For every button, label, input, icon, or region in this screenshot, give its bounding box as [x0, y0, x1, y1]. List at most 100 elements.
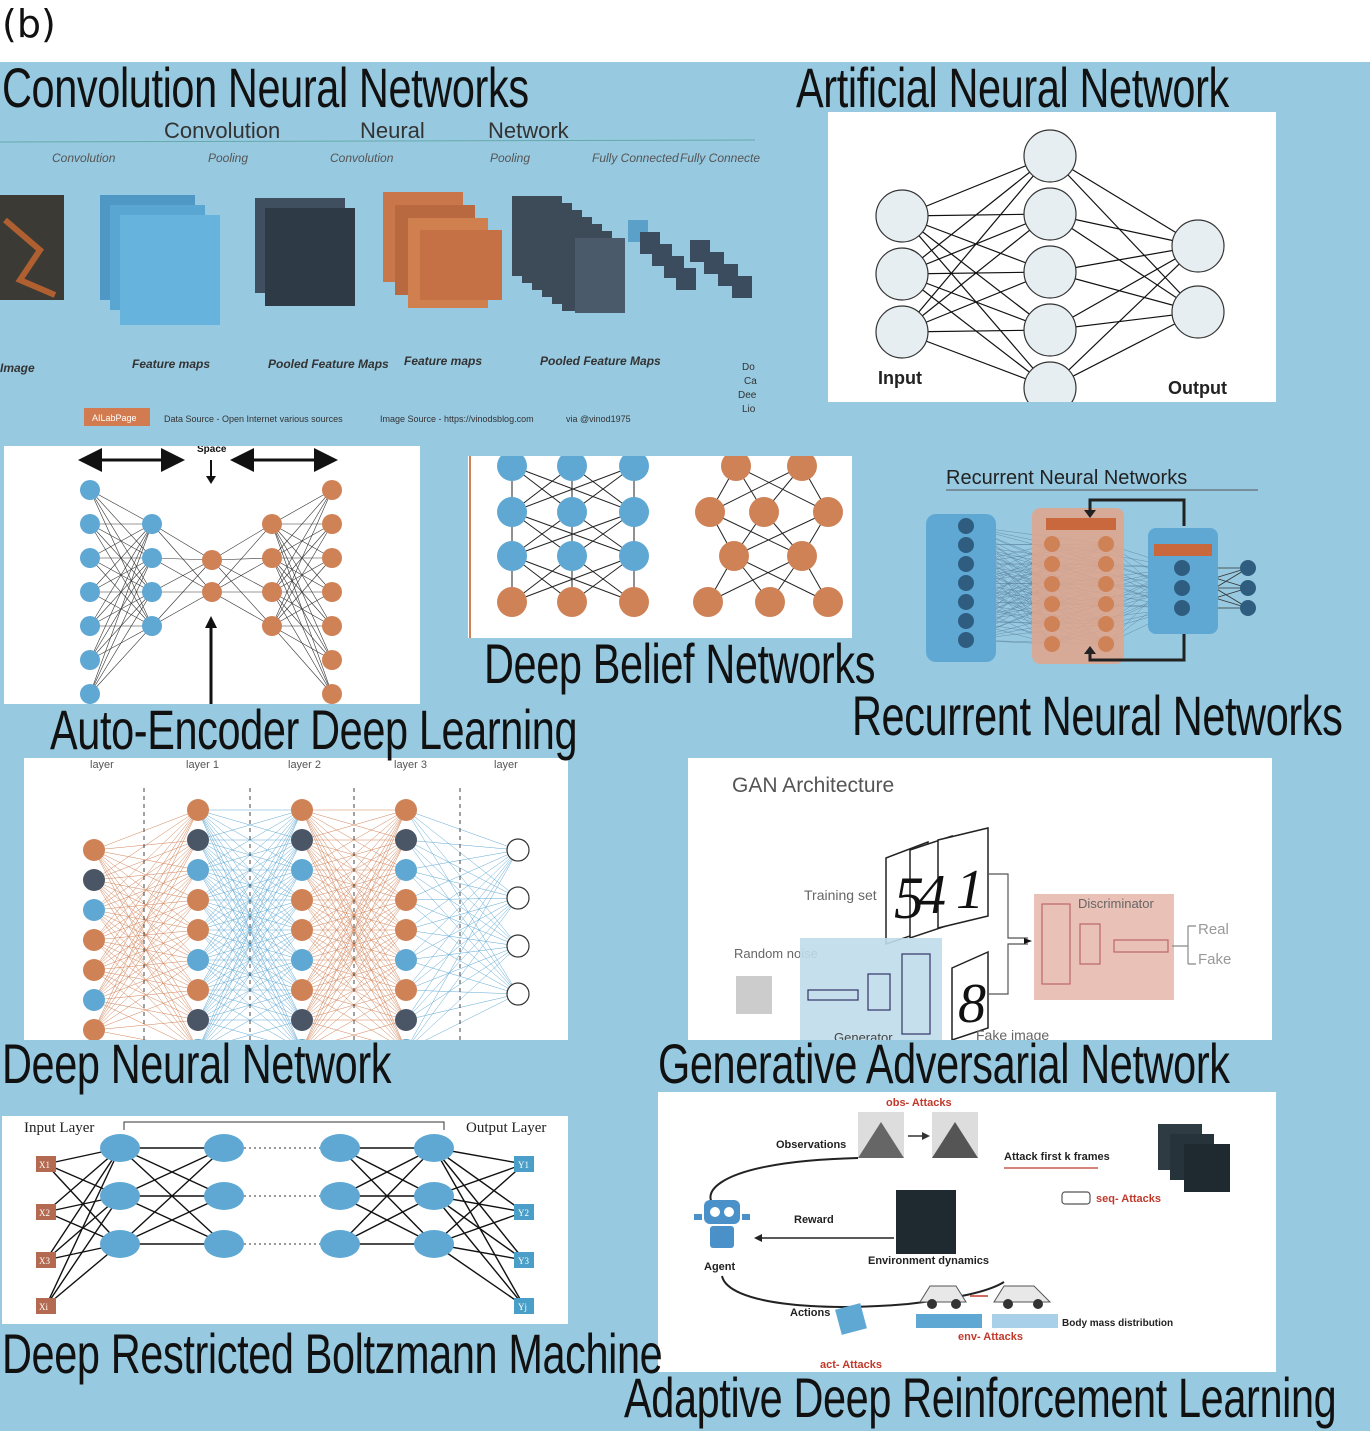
dnn-node [395, 949, 417, 971]
cnn-header-network: Network [488, 118, 570, 143]
dnn-node [187, 889, 209, 911]
dnn-node [291, 979, 313, 1001]
ann-output-node [1171, 219, 1225, 273]
cnn-source-text: Data Source - Open Internet various sour… [164, 414, 343, 424]
ae-decoder-node [322, 514, 342, 534]
ae-encoder-node [80, 582, 100, 602]
gan-discriminator-box [1034, 894, 1174, 1000]
drbm-hidden-node [100, 1134, 140, 1162]
dnn-node [291, 949, 313, 971]
ae-encoder-node [80, 514, 100, 534]
drbm-output-label: Y3 [518, 1256, 529, 1266]
dnn-node [187, 1009, 209, 1031]
drbm-edges [45, 1147, 121, 1307]
cnn-feature-maps-2 [383, 192, 502, 308]
dbn-node [557, 541, 587, 571]
dnn-node [395, 979, 417, 1001]
rnn-hidden-node [1098, 636, 1114, 652]
adrl-action-icon [835, 1303, 867, 1335]
adrl-obs-attacks: obs- Attacks [886, 1097, 952, 1109]
rnn-hidden-node [1098, 576, 1114, 592]
dnn-node [83, 869, 105, 891]
cnn-side-text: Do [742, 362, 755, 373]
cnn-pooled-maps-1 [255, 198, 355, 306]
cnn-bottom-label: Image [0, 361, 35, 375]
cnn-source-badge [84, 408, 150, 426]
rnn-output-node [1240, 600, 1256, 616]
title-rnn: Recurrent Neural Networks [852, 684, 1343, 747]
adrl-observation-frames [858, 1112, 978, 1158]
gan-fake-image-label: Fake image [976, 1027, 1049, 1040]
dnn-node [187, 919, 209, 941]
adrl-body-mass: Body mass distribution [1062, 1318, 1173, 1329]
ae-decoder-node [322, 616, 342, 636]
rnn-hidden-node [1044, 636, 1060, 652]
figure-label: (b) [2, 2, 56, 46]
svg-text:4: 4 [918, 864, 946, 926]
ae-edges [211, 523, 273, 627]
dbn-diagram [468, 456, 852, 638]
drbm-hidden-node [320, 1230, 360, 1258]
ae-decoder-node [322, 582, 342, 602]
ann-hidden-node [1023, 303, 1077, 357]
dnn-node [291, 799, 313, 821]
drbm-hidden-node [320, 1134, 360, 1162]
rnn-output-node [1240, 580, 1256, 596]
adrl-env-dynamics: Environment dynamics [868, 1255, 989, 1267]
drbm-output-node [514, 1204, 534, 1220]
adrl-seq-attacks: seq- Attacks [1096, 1193, 1161, 1205]
dbn-node [695, 497, 725, 527]
ann-hidden-node [1023, 187, 1077, 241]
rnn-input-node [958, 613, 974, 629]
dbn-node [693, 587, 723, 617]
ae-encoder-node [142, 548, 162, 568]
dnn-node [187, 829, 209, 851]
dnn-node [83, 1019, 105, 1040]
dnn-diagram: layer layer 1 layer 2 layer 3 layer [24, 758, 568, 1040]
ae-decoder-node [262, 616, 282, 636]
cnn-fully-connected [628, 220, 752, 298]
rnn-hidden-node [1098, 536, 1114, 552]
dnn-node [395, 1009, 417, 1031]
cnn-header-neural: Neural [360, 118, 425, 143]
dnn-node [83, 839, 105, 861]
rnn-hidden-node [1098, 596, 1114, 612]
rnn-hidden-node [1098, 616, 1114, 632]
drbm-hidden-node [414, 1182, 454, 1210]
dbn-node [619, 497, 649, 527]
cnn-side-text: Dee [738, 390, 757, 401]
rnn-hidden-node [1044, 616, 1060, 632]
ann-input-node [875, 189, 929, 243]
rnn-hidden-node [1044, 556, 1060, 572]
gan-discriminator-label: Discriminator [1078, 896, 1155, 911]
adrl-attack-first: Attack first k frames [1004, 1151, 1110, 1163]
title-ann: Artificial Neural Network [796, 56, 1229, 119]
ae-decoder-node [262, 514, 282, 534]
dnn-output-node [506, 886, 530, 910]
ae-encoder-node [80, 480, 100, 500]
dnn-layer-label: layer 3 [394, 759, 427, 771]
gan-generator-box [800, 938, 942, 1040]
dnn-output-node [506, 934, 530, 958]
rnn-input-node [958, 537, 974, 553]
ae-decoder-node [262, 582, 282, 602]
ann-hidden-node [1023, 361, 1077, 402]
dnn-node [83, 959, 105, 981]
title-gan: Generative Adversarial Network [658, 1032, 1230, 1095]
dbn-node [787, 541, 817, 571]
ae-encoder-node [142, 514, 162, 534]
drbm-hidden-node [204, 1182, 244, 1210]
rnn-output-node [1240, 560, 1256, 576]
dbn-node [497, 497, 527, 527]
ann-output-label: Output [1168, 378, 1227, 398]
ann-output-node [1171, 285, 1225, 339]
ann-input-node [875, 305, 929, 359]
dbn-node [813, 587, 843, 617]
ae-code-node [202, 582, 222, 602]
rnn-input-node [958, 575, 974, 591]
dbn-node [719, 541, 749, 571]
dbn-node [619, 456, 649, 481]
drbm-output-label: Y1 [518, 1160, 529, 1170]
adrl-agent-label: Agent [704, 1261, 736, 1273]
dnn-node [401, 1039, 411, 1040]
